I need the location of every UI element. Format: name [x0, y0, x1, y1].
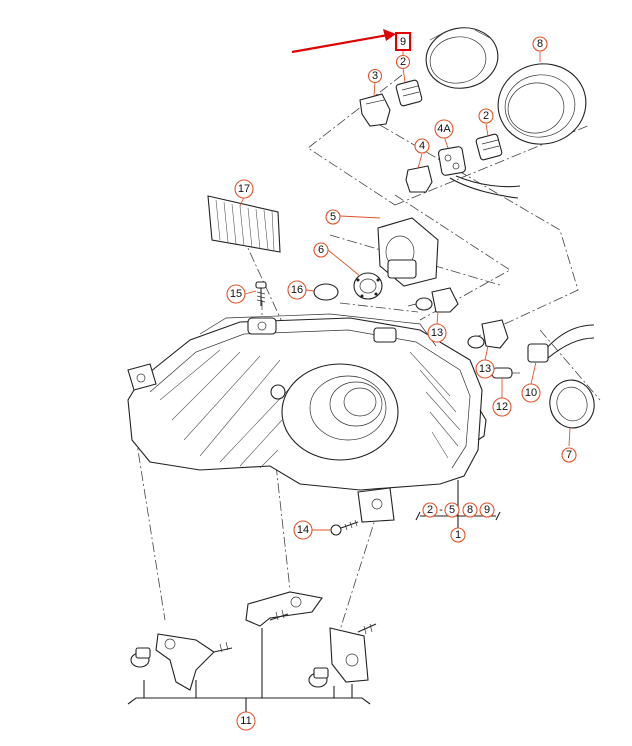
svg-text:4: 4: [419, 140, 425, 152]
svg-text:5: 5: [330, 211, 336, 223]
callout-15: 15: [226, 284, 246, 304]
bulb-holder-3: [359, 93, 391, 127]
svg-text:2: 2: [483, 110, 489, 122]
bracket-right: [329, 623, 377, 683]
bracket-left: [155, 633, 233, 691]
connector-10: [527, 324, 595, 363]
ring-7: [549, 379, 595, 429]
callout-12: 12: [492, 397, 512, 417]
callout-2-upper: 2: [395, 54, 411, 70]
svg-text:9: 9: [484, 504, 490, 516]
motor-5: [377, 217, 439, 287]
callout-group-1-parts: 2 - 5 8 9: [422, 502, 495, 518]
svg-text:8: 8: [537, 38, 543, 50]
callout-3: 3: [367, 68, 383, 84]
callout-8: 8: [532, 36, 548, 52]
svg-text:2: 2: [400, 56, 406, 68]
bulb-socket-2-upper: [395, 79, 423, 107]
svg-text:15: 15: [230, 288, 242, 300]
svg-text:7: 7: [566, 449, 572, 461]
svg-text:13: 13: [479, 363, 491, 375]
svg-text:13: 13: [431, 327, 443, 339]
group-brace-11: [127, 697, 371, 705]
nut-left: [130, 647, 151, 668]
bulb-socket-4a: [438, 146, 521, 199]
group-brace-1: [415, 511, 501, 528]
ring-6: [353, 272, 383, 300]
screw-15: [255, 281, 267, 306]
svg-text:12: 12: [496, 401, 508, 413]
callout-6: 6: [313, 242, 329, 258]
callout-1: 1: [450, 527, 466, 543]
callout-2-lower: 2: [478, 108, 494, 124]
svg-text:10: 10: [525, 387, 537, 399]
callout-13-upper: 13: [427, 323, 447, 343]
callout-11: 11: [236, 711, 256, 731]
nut-right: [308, 667, 329, 688]
svg-text:2: 2: [427, 504, 433, 516]
cap-9: [425, 27, 499, 89]
svg-text:5: 5: [449, 504, 455, 516]
callout-16: 16: [287, 280, 307, 300]
svg-text:8: 8: [467, 504, 473, 516]
callout-14: 14: [293, 520, 313, 540]
callout-13-lower: 13: [475, 359, 495, 379]
bulb-socket-2-lower: [475, 133, 503, 161]
svg-text:1: 1: [455, 529, 461, 541]
svg-text:11: 11: [240, 715, 251, 727]
svg-text:17: 17: [238, 183, 250, 195]
bulb-13-upper: [407, 287, 459, 313]
bulb-holder-4: [405, 165, 433, 193]
callout-5: 5: [325, 209, 341, 225]
bracket-middle: [245, 591, 323, 627]
callout-17: 17: [234, 179, 254, 199]
headlight-housing: [127, 313, 487, 523]
cap-16: [313, 283, 339, 301]
callout-7: 7: [561, 447, 577, 463]
callout-10: 10: [521, 383, 541, 403]
svg-text:14: 14: [297, 524, 309, 536]
highlight-arrow: [291, 29, 396, 54]
svg-text:6: 6: [318, 244, 324, 256]
cap-8: [497, 63, 587, 145]
bulb-12: [491, 367, 520, 379]
svg-text:4A: 4A: [437, 123, 451, 135]
callout-4a: 4A: [434, 119, 454, 139]
callout-9-highlighted[interactable]: 9: [395, 32, 411, 51]
bulb-13-lower: [467, 319, 509, 349]
brace-11-ticks: [143, 628, 353, 712]
screw-14: [330, 519, 359, 536]
svg-text:-: -: [439, 504, 443, 516]
callout-4: 4: [414, 138, 430, 154]
svg-text:9: 9: [400, 36, 406, 48]
callout-leaders: [239, 50, 571, 531]
svg-text:16: 16: [291, 284, 303, 296]
shield-17: [207, 195, 281, 253]
svg-text:3: 3: [372, 70, 378, 82]
